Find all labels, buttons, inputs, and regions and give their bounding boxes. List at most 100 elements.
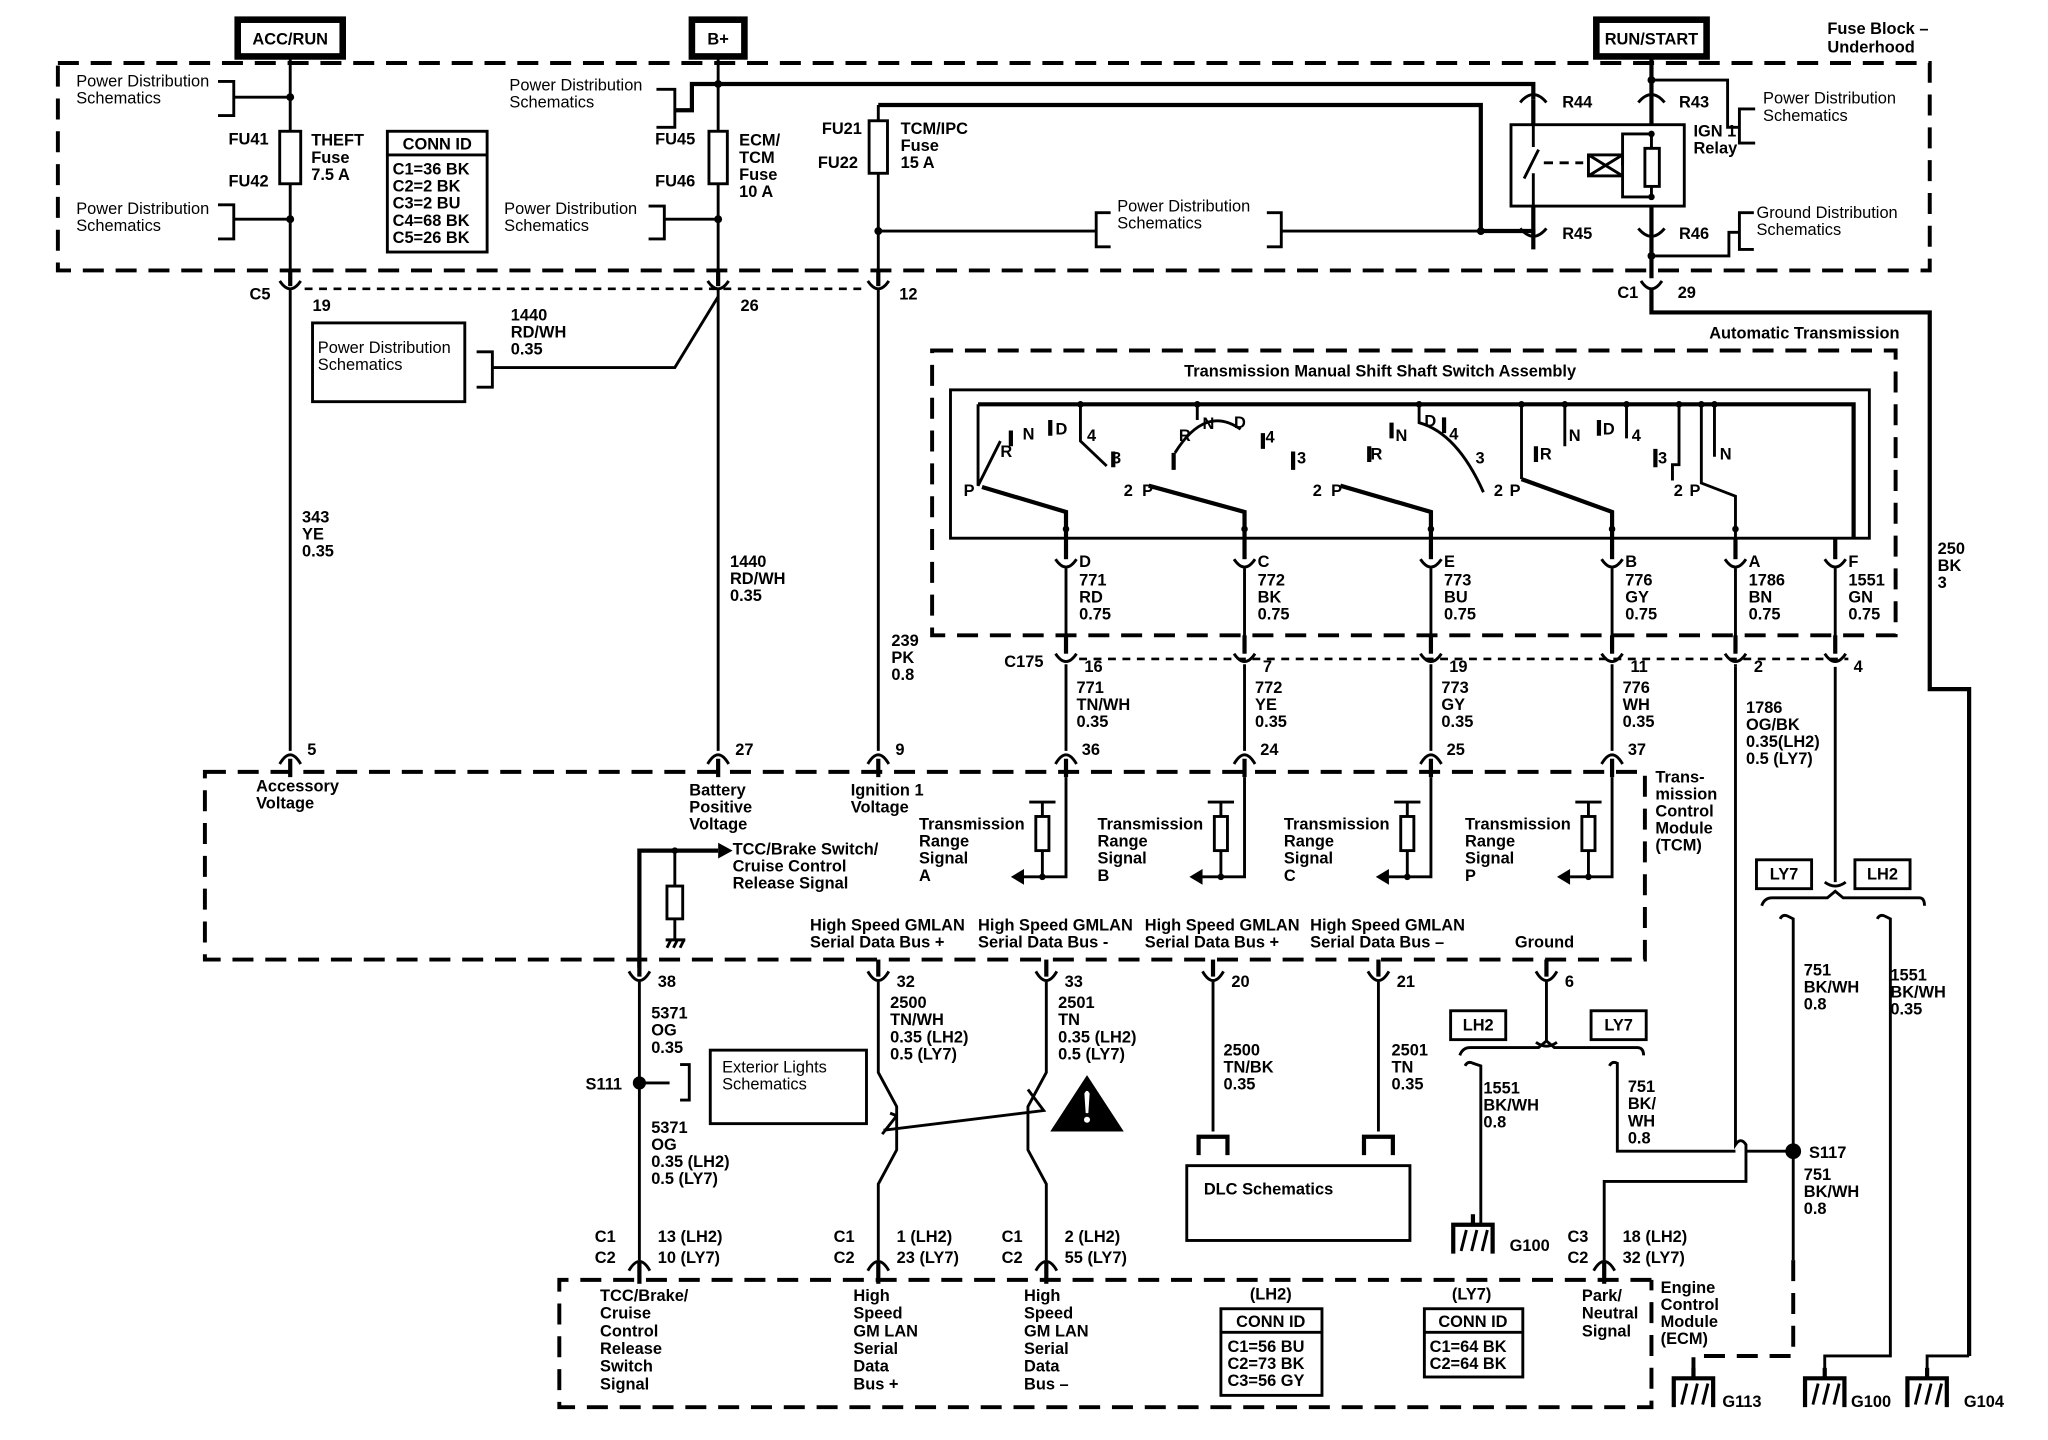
svg-text:Power Distribution: Power Distribution	[318, 339, 451, 357]
svg-text:Schematics: Schematics	[722, 1076, 807, 1094]
ground-g100-b: G100	[1805, 1368, 1891, 1411]
svg-text:751: 751	[1804, 961, 1831, 979]
svg-text:CONN ID: CONN ID	[1236, 1313, 1305, 1331]
c175-connector	[1232, 652, 1257, 664]
range-signal-label: Transmission	[1465, 816, 1571, 834]
ign1-relay: R44 R43 R45 R46 IGN 1 Relay	[1509, 56, 1738, 279]
svg-text:4: 4	[1087, 427, 1097, 445]
svg-text:2: 2	[1494, 482, 1503, 500]
svg-text:Power Distribution: Power Distribution	[76, 73, 209, 91]
tcm-name: Trans- mission Control Module (TCM)	[1655, 768, 1717, 854]
range-signal-circuits: 36TransmissionRangeSignalA24Transmission…	[919, 741, 1646, 885]
svg-text:D: D	[1056, 420, 1068, 438]
svg-text:10 A: 10 A	[739, 183, 773, 201]
resistor-icon	[1580, 815, 1597, 853]
c175-wire-label: TN/WH	[1077, 696, 1131, 714]
ext-lights-ref: Exterior Lights Schematics	[708, 1048, 868, 1126]
svg-text:(ECM): (ECM)	[1661, 1330, 1708, 1348]
svg-text:RD/WH: RD/WH	[730, 570, 786, 588]
range-wire	[1202, 777, 1246, 879]
switch-wire-label: 0.75	[1444, 606, 1476, 624]
option-lh2-badge-1: LH2	[1449, 1009, 1508, 1042]
arrow-icon	[1556, 868, 1571, 885]
tcm-bottom-pin: 6	[1565, 973, 1574, 991]
svg-text:High Speed GMLAN: High Speed GMLAN	[978, 917, 1133, 935]
c175-pin: 4	[1854, 658, 1864, 676]
svg-text:0.5 (LY7): 0.5 (LY7)	[651, 1170, 718, 1188]
svg-text:C1=36 BK: C1=36 BK	[393, 161, 470, 179]
switch-pin-label: C	[1258, 553, 1270, 571]
svg-text:N: N	[1720, 445, 1732, 463]
svg-text:250: 250	[1938, 540, 1965, 558]
svg-text:mission: mission	[1655, 785, 1717, 803]
svg-text:P: P	[964, 482, 975, 500]
switch-pin-label: F	[1848, 553, 1858, 571]
svg-text:C4=68 BK: C4=68 BK	[393, 212, 470, 230]
svg-text:Module: Module	[1661, 1313, 1718, 1331]
range-wire	[1570, 777, 1614, 879]
svg-text:Control: Control	[1661, 1296, 1719, 1314]
fuse-block-underhood-boundary	[55, 61, 1932, 273]
switch-wire-label: GY	[1625, 589, 1649, 607]
tcm-bottom-pin: 21	[1397, 973, 1415, 991]
svg-text:239: 239	[891, 632, 918, 650]
tcm-bottom-pin: 20	[1231, 973, 1249, 991]
tcm-connector	[1232, 753, 1257, 765]
svg-text:FU46: FU46	[655, 172, 695, 190]
ecm-signal-label: Release	[600, 1340, 662, 1358]
switch-wire-label: 1786	[1749, 571, 1785, 589]
c175-wire-label: 771	[1077, 679, 1104, 697]
svg-text:Module: Module	[1655, 820, 1712, 838]
ecm-signal-label: High	[1024, 1287, 1060, 1305]
c175-wire-label: WH	[1623, 696, 1650, 714]
switch-pin-label: B	[1625, 553, 1637, 571]
range-wire	[1388, 777, 1433, 879]
ecm-signal-label: Cruise	[600, 1305, 651, 1323]
svg-text:R43: R43	[1679, 94, 1709, 112]
switch-pin-connectors: D771RD0.75C772BK0.75E773BU0.75B776GY0.75…	[1054, 538, 1885, 650]
ecm-connector	[1034, 1260, 1059, 1272]
svg-text:D: D	[1424, 413, 1436, 431]
svg-text:High Speed GMLAN: High Speed GMLAN	[1145, 917, 1300, 935]
tcm-bottom-pin: 38	[658, 973, 676, 991]
c175-pin: 2	[1754, 658, 1763, 676]
junction	[1217, 873, 1225, 881]
switch-wire-label: 0.75	[1079, 606, 1111, 624]
svg-text:YE: YE	[302, 526, 324, 544]
svg-text:BK: BK	[1938, 557, 1962, 575]
svg-text:Fuse Block –: Fuse Block –	[1827, 20, 1928, 38]
switch-pin-label: A	[1749, 553, 1761, 571]
switch-wire-label: 0.75	[1848, 606, 1880, 624]
ecm-signal-label: Serial	[1024, 1340, 1069, 1358]
svg-text:2500: 2500	[1224, 1041, 1260, 1059]
svg-text:(TCM): (TCM)	[1655, 837, 1701, 855]
svg-text:Schematics: Schematics	[1756, 221, 1841, 239]
ecm-pin-1: 13 (LH2)	[658, 1228, 723, 1246]
svg-text:R46: R46	[1679, 225, 1709, 243]
range-signal-label: C	[1284, 867, 1296, 885]
svg-text:BK/WH: BK/WH	[1804, 1183, 1860, 1201]
range-signal-label: Transmission	[1284, 816, 1390, 834]
svg-text:Schematics: Schematics	[318, 356, 403, 374]
svg-text:0.35: 0.35	[1392, 1076, 1424, 1094]
svg-text:R: R	[1179, 427, 1191, 445]
lower-option-wires: 1551 BK/WH 0.8 751 BK/ WH 0.8	[1483, 1078, 1656, 1147]
svg-text:TN/BK: TN/BK	[1224, 1058, 1274, 1076]
svg-text:WH: WH	[1628, 1112, 1655, 1130]
c175-wire-label: 0.35	[1623, 713, 1655, 731]
ecm-signal-label: GM LAN	[1024, 1322, 1089, 1340]
range-signal-label: Transmission	[919, 816, 1025, 834]
svg-text:C1=64 BK: C1=64 BK	[1430, 1338, 1507, 1356]
svg-text:Power Distribution: Power Distribution	[509, 77, 642, 95]
c175-wire-label: 772	[1255, 679, 1282, 697]
svg-text:Schematics: Schematics	[1117, 214, 1202, 232]
svg-text:C5=26 BK: C5=26 BK	[393, 229, 470, 247]
svg-text:N: N	[1569, 427, 1581, 445]
option-ly7-badge-1: LY7	[1589, 1009, 1648, 1042]
ecm-signal-label: Bus –	[1024, 1375, 1069, 1393]
ecm-connector	[866, 1260, 891, 1272]
switch-pin-label: E	[1444, 553, 1455, 571]
